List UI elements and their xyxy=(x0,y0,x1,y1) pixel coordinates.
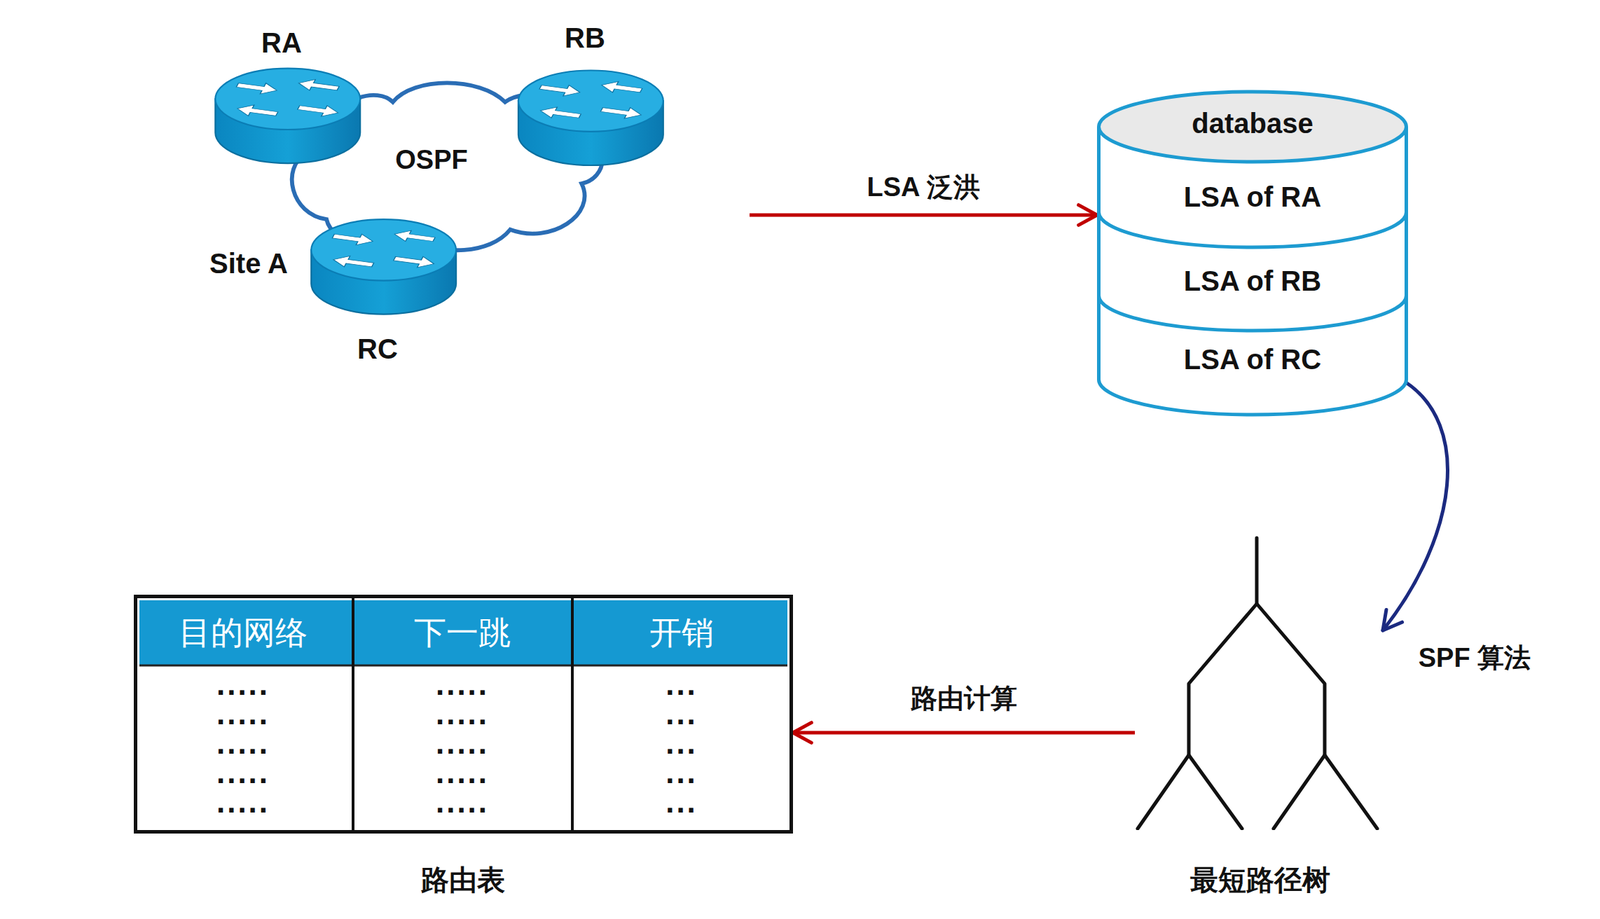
router-ra xyxy=(215,68,361,164)
tree-figure xyxy=(1134,535,1382,831)
node-text: LSA of RB xyxy=(1183,264,1322,298)
flow-arrow xyxy=(749,205,1098,226)
routing-table: 路由表目的网络下一跳开销............................… xyxy=(133,594,793,834)
edge-label: SPF 算法 xyxy=(1415,643,1534,674)
router-label: RB xyxy=(564,21,606,54)
node-text: OSPF xyxy=(395,145,468,176)
ospf-cloud-node: OSPF xyxy=(203,63,750,330)
arrow-head xyxy=(1078,205,1098,216)
router-rc xyxy=(311,219,457,314)
connector-line xyxy=(749,213,1098,218)
table-cell: ..... xyxy=(435,784,489,821)
node-text: 路由表 xyxy=(421,863,506,896)
flow-arrow xyxy=(1382,382,1448,631)
edge-label: 路由计算 xyxy=(907,683,1020,715)
lsa-band: LSA of RA xyxy=(1111,165,1395,229)
arrow-head xyxy=(792,732,812,743)
edge-label: LSA 泛洪 xyxy=(863,172,983,204)
node-text: 最短路径树 xyxy=(1190,863,1331,896)
table-cell: ..... xyxy=(216,784,270,821)
router-label: RA xyxy=(261,26,302,59)
router-label: Site A xyxy=(209,247,288,280)
connector-line xyxy=(1382,382,1448,631)
table-cell: ... xyxy=(665,784,698,821)
table-header: 下一跳 xyxy=(414,614,511,652)
node-text: LSA of RA xyxy=(1183,180,1322,213)
arrow-head xyxy=(792,722,812,733)
lsa-band: LSA of RB xyxy=(1111,249,1395,313)
flow-arrow xyxy=(792,722,1135,744)
lsa-band: LSA of RC xyxy=(1111,327,1395,391)
shortest-path-tree: 最短路径树 xyxy=(1134,535,1382,831)
router-label: RC xyxy=(357,332,398,365)
arrow-head xyxy=(1078,215,1098,225)
node-text: database xyxy=(1191,107,1313,140)
table-header: 开销 xyxy=(649,614,714,652)
arrow-head xyxy=(1382,609,1387,631)
connector-line xyxy=(792,731,1135,735)
router-rb xyxy=(518,70,664,166)
database-node: databaseLSA of RA LSA of RB LSA of RC xyxy=(1097,88,1409,418)
table-header: 目的网络 xyxy=(178,614,308,652)
node-text: LSA of RC xyxy=(1183,343,1322,376)
